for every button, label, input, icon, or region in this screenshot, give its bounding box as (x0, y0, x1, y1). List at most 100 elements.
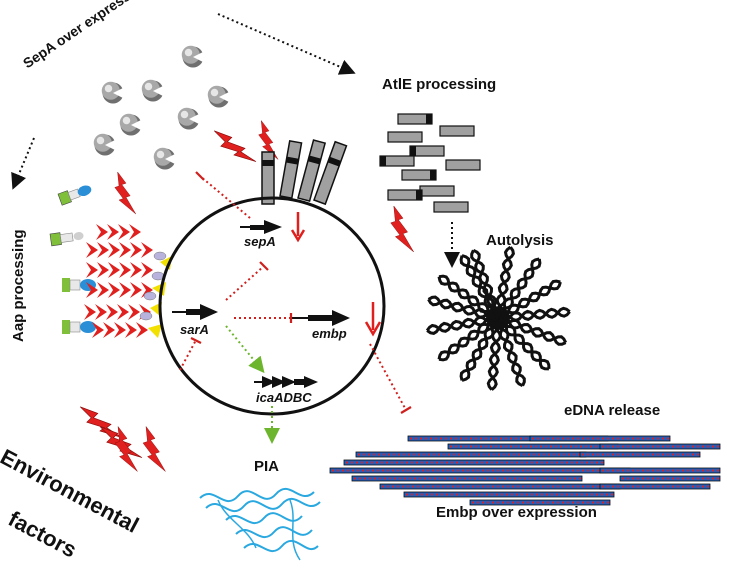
embp-fiber (619, 475, 721, 482)
sepa-protease-group (93, 45, 231, 170)
aap-repeat-segment (129, 224, 141, 240)
aap-repeat-segment (119, 282, 131, 298)
dna-strand (461, 254, 499, 320)
dna-strand (497, 314, 567, 346)
embp-fiber (351, 475, 583, 482)
embp-over-expression-label: Embp over expression (436, 504, 597, 521)
protease-icon (181, 45, 205, 68)
cell-wall-structures (261, 139, 348, 206)
aap-repeat-segment (86, 262, 98, 278)
edna-strands (425, 245, 571, 391)
sepa-gene-label: sepA (244, 234, 276, 249)
sara-gene-label: sarA (180, 322, 209, 337)
aap-repeat-zigzags (84, 224, 153, 338)
dna-strand (497, 316, 524, 388)
embp-fiber (355, 451, 587, 458)
lightning-icon (142, 426, 166, 472)
dna-strand (495, 258, 542, 319)
embp-fiber (599, 483, 711, 490)
dna-strand (493, 246, 515, 319)
dna-strand (496, 281, 562, 319)
aap-repeat-segment (114, 322, 126, 338)
protease-icon (207, 85, 231, 108)
protease-icon (153, 147, 177, 170)
aap-processing-label: Aap processing (10, 229, 27, 342)
pia-label: PIA (254, 458, 280, 475)
lightning-icon (114, 171, 137, 215)
lightning-icon (213, 130, 257, 162)
inhibition-lines (179, 175, 407, 411)
aap-repeat-segment (128, 304, 140, 320)
dna-strand (496, 307, 571, 323)
aap-repeat-segment (92, 322, 104, 338)
atle-processing-label: AtlE processing (382, 76, 497, 93)
embp-gene-label: embp (312, 326, 347, 341)
aap-repeat-segment (106, 304, 118, 320)
embp-fiber (599, 443, 721, 450)
sepa-gene-arrow (240, 220, 282, 234)
edna-release-label: eDNA release (564, 402, 661, 419)
aap-repeat-segment (141, 262, 153, 278)
protease-icon (93, 133, 117, 156)
embp-fiber (379, 483, 621, 490)
dna-strand (438, 274, 499, 321)
inhibition-bars (190, 171, 412, 414)
lightning-icon (390, 206, 414, 252)
aap-repeat-segment (119, 262, 131, 278)
aap-repeat-segment (95, 304, 107, 320)
aap-proteins (49, 185, 96, 334)
embp-gene-arrow (292, 310, 350, 326)
embp-fiber (529, 435, 671, 442)
autolysis-label: Autolysis (486, 232, 554, 249)
dna-strand (425, 315, 500, 333)
aap-repeat-segment (108, 282, 120, 298)
protease-icon (119, 113, 143, 136)
aap-repeat-segment (86, 282, 98, 298)
icaadbc-gene-label: icaADBC (256, 390, 312, 405)
aap-repeat-segment (136, 322, 148, 338)
lightning-icon (114, 426, 138, 472)
pia-helix (199, 487, 321, 561)
aap-repeat-segment (125, 322, 137, 338)
icaadbc-gene-arrows (254, 376, 318, 388)
bacterial-cell (158, 196, 386, 416)
aap-repeat-segment (97, 242, 109, 258)
embp-fiber (403, 491, 615, 498)
embp-fiber (579, 451, 701, 458)
protease-icon (141, 79, 165, 102)
environmental-bolts (79, 406, 166, 472)
atle-fragments (379, 113, 481, 213)
aap-repeat-segment (86, 242, 98, 258)
aap-repeat-segment (130, 242, 142, 258)
aap-repeat-segment (97, 282, 109, 298)
aap-repeat-segment (108, 242, 120, 258)
dna-strand (427, 295, 499, 322)
dotted-arrow-to-atle (217, 13, 356, 75)
aap-repeat-segment (96, 224, 108, 240)
dotted-arrow-to-aap (11, 137, 35, 190)
embp-fiber (447, 443, 619, 450)
aap-repeat-segment (130, 282, 142, 298)
embp-fiber (599, 467, 721, 474)
embp-fiber (469, 499, 611, 506)
downregulation-arrows (290, 212, 382, 337)
dna-strand (437, 317, 500, 360)
aap-repeat-segment (107, 224, 119, 240)
aap-repeat-segment (97, 262, 109, 278)
aap-repeat-segment (84, 304, 96, 320)
sara-gene-arrow (172, 304, 218, 320)
aap-repeat-segment (119, 242, 131, 258)
aap-repeat-segment (130, 262, 142, 278)
dna-strand (459, 317, 501, 381)
aap-repeat-segment (117, 304, 129, 320)
embp-fiber (343, 459, 605, 466)
aap-repeat-segment (108, 262, 120, 278)
aap-repeat-segment (118, 224, 130, 240)
aap-repeat-segment (141, 282, 153, 298)
gene-arrows (172, 220, 350, 388)
aap-repeat-segment (103, 322, 115, 338)
aap-repeat-segment (141, 242, 153, 258)
embp-fibers (329, 435, 721, 506)
